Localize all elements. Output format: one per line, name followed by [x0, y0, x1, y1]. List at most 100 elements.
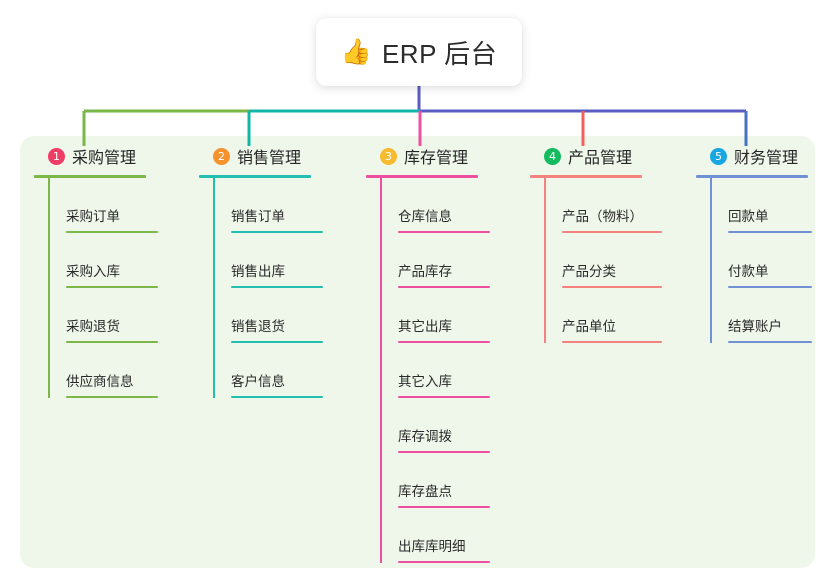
- category-column-inventory: 3 库存管理仓库信息产品库存其它出库其它入库库存调拨库存盘点出库库明细: [366, 144, 490, 563]
- column-spine: [710, 178, 712, 343]
- list-item-label: 出库库明细: [398, 539, 466, 554]
- column-number-badge: 1: [48, 147, 65, 165]
- column-title: 库存管理: [404, 150, 469, 167]
- column-header-inventory[interactable]: 3 库存管理: [366, 144, 490, 168]
- list-item[interactable]: 其它出库: [380, 288, 490, 343]
- column-spine: [544, 178, 546, 343]
- column-underline: [530, 175, 642, 178]
- list-item-label: 采购订单: [66, 209, 120, 224]
- thumbs-up-icon: 👍: [340, 37, 372, 66]
- list-item[interactable]: 销售订单: [213, 178, 323, 233]
- column-item-list: 仓库信息产品库存其它出库其它入库库存调拨库存盘点出库库明细: [366, 178, 490, 563]
- list-item-underline: [398, 506, 490, 508]
- list-item-underline: [398, 561, 490, 563]
- list-item-label: 产品单位: [562, 319, 616, 334]
- column-number-badge: 4: [544, 147, 561, 165]
- list-item-underline: [562, 341, 662, 343]
- list-item[interactable]: 销售退货: [213, 288, 323, 343]
- list-item[interactable]: 结算账户: [710, 288, 812, 343]
- list-item-underline: [728, 231, 812, 233]
- list-item-underline: [398, 286, 490, 288]
- list-item[interactable]: 仓库信息: [380, 178, 490, 233]
- list-item-underline: [231, 286, 323, 288]
- list-item-label: 库存调拨: [398, 429, 452, 444]
- column-underline: [199, 175, 311, 178]
- column-title: 产品管理: [568, 150, 633, 167]
- column-number-badge: 2: [213, 147, 230, 165]
- list-item-underline: [728, 286, 812, 288]
- category-column-product: 4 产品管理产品（物料） 产品分类产品单位: [530, 144, 662, 343]
- column-header-sales[interactable]: 2 销售管理: [199, 144, 323, 168]
- list-item[interactable]: 出库库明细: [380, 508, 490, 563]
- column-underline: [34, 175, 146, 178]
- list-item-label: 仓库信息: [398, 209, 452, 224]
- root-node-title: ERP 后台: [381, 38, 498, 69]
- diagram-panel: [20, 136, 815, 568]
- list-item-label: 产品（物料）: [562, 209, 643, 224]
- category-column-sales: 2 销售管理销售订单销售出库销售退货客户信息: [199, 144, 323, 398]
- column-item-list: 销售订单销售出库销售退货客户信息: [199, 178, 323, 398]
- column-number-badge: 3: [380, 147, 397, 165]
- root-node-card[interactable]: 👍 ERP 后台: [316, 18, 522, 86]
- list-item[interactable]: 采购退货: [48, 288, 158, 343]
- column-item-list: 产品（物料） 产品分类产品单位: [530, 178, 662, 343]
- list-item[interactable]: 付款单: [710, 233, 812, 288]
- list-item[interactable]: 产品分类: [544, 233, 662, 288]
- list-item-label: 付款单: [728, 264, 769, 279]
- list-item-underline: [562, 231, 662, 233]
- list-item[interactable]: 产品单位: [544, 288, 662, 343]
- category-column-procurement: 1 采购管理采购订单采购入库采购退货供应商信息: [34, 144, 158, 398]
- column-spine: [48, 178, 50, 398]
- column-title: 采购管理: [72, 150, 137, 167]
- list-item-label: 销售出库: [231, 264, 285, 279]
- list-item[interactable]: 库存盘点: [380, 453, 490, 508]
- list-item-underline: [66, 286, 158, 288]
- list-item[interactable]: 产品（物料）: [544, 178, 662, 233]
- list-item-label: 销售订单: [231, 209, 285, 224]
- column-underline: [696, 175, 808, 178]
- list-item-label: 销售退货: [231, 319, 285, 334]
- list-item-underline: [562, 286, 662, 288]
- category-column-finance: 5 财务管理回款单付款单结算账户: [696, 144, 812, 343]
- list-item[interactable]: 采购入库: [48, 233, 158, 288]
- list-item[interactable]: 产品库存: [380, 233, 490, 288]
- column-header-finance[interactable]: 5 财务管理: [696, 144, 812, 168]
- list-item[interactable]: 库存调拨: [380, 398, 490, 453]
- list-item-label: 产品分类: [562, 264, 616, 279]
- list-item-underline: [231, 341, 323, 343]
- column-item-list: 采购订单采购入库采购退货供应商信息: [34, 178, 158, 398]
- list-item-label: 采购入库: [66, 264, 120, 279]
- column-number-badge: 5: [710, 147, 727, 165]
- list-item-underline: [231, 231, 323, 233]
- list-item-underline: [66, 231, 158, 233]
- list-item-label: 结算账户: [728, 319, 782, 334]
- column-item-list: 回款单付款单结算账户: [696, 178, 812, 343]
- list-item-underline: [398, 451, 490, 453]
- list-item-underline: [66, 396, 158, 398]
- list-item-label: 库存盘点: [398, 484, 452, 499]
- list-item-underline: [231, 396, 323, 398]
- column-header-procurement[interactable]: 1 采购管理: [34, 144, 158, 168]
- list-item-label: 产品库存: [398, 264, 452, 279]
- list-item-label: 其它入库: [398, 374, 452, 389]
- column-title: 财务管理: [734, 150, 799, 167]
- list-item[interactable]: 回款单: [710, 178, 812, 233]
- list-item-underline: [398, 231, 490, 233]
- list-item-underline: [728, 341, 812, 343]
- column-spine: [380, 178, 382, 563]
- list-item-label: 回款单: [728, 209, 769, 224]
- column-header-product[interactable]: 4 产品管理: [530, 144, 662, 168]
- column-spine: [213, 178, 215, 398]
- list-item-label: 供应商信息: [66, 374, 134, 389]
- list-item[interactable]: 采购订单: [48, 178, 158, 233]
- list-item-label: 采购退货: [66, 319, 120, 334]
- list-item[interactable]: 客户信息: [213, 343, 323, 398]
- list-item[interactable]: 销售出库: [213, 233, 323, 288]
- list-item[interactable]: 其它入库: [380, 343, 490, 398]
- column-underline: [366, 175, 478, 178]
- list-item-underline: [398, 396, 490, 398]
- column-title: 销售管理: [237, 150, 302, 167]
- list-item[interactable]: 供应商信息: [48, 343, 158, 398]
- list-item-label: 客户信息: [231, 374, 285, 389]
- list-item-underline: [398, 341, 490, 343]
